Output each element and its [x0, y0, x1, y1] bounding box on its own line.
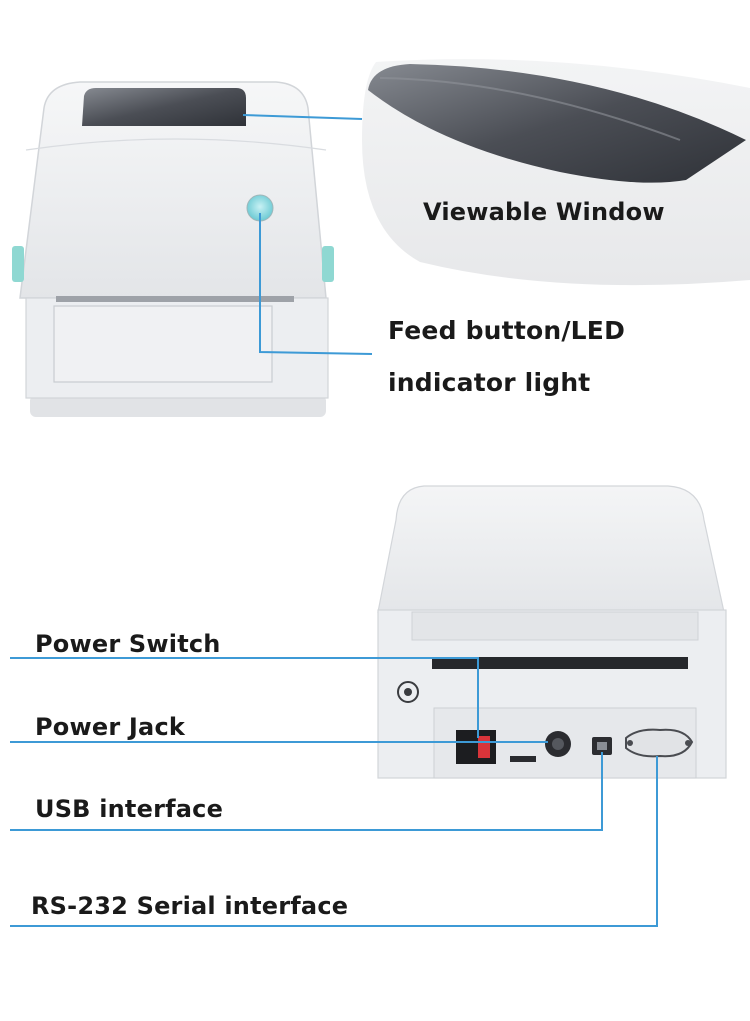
viewable-window-zoom: [362, 59, 750, 286]
serial-port-icon: [625, 728, 694, 758]
label-usb-interface: USB interface: [35, 795, 224, 823]
label-power-jack: Power Jack: [35, 713, 186, 741]
glass-highlight: [379, 77, 681, 141]
printer-back-view: [377, 485, 727, 779]
back-hinge-panel: [411, 611, 699, 641]
vent-center: [404, 688, 412, 696]
label-power-switch: Power Switch: [35, 630, 221, 658]
leader-usb: [10, 752, 603, 831]
lid-curve: [25, 138, 327, 151]
power-jack-pin: [552, 738, 564, 750]
label-feed-button-line1: Feed button/LED: [388, 316, 626, 345]
usb-port-inner: [597, 742, 607, 750]
right-side-grip: [322, 246, 334, 282]
back-lid: [377, 485, 725, 613]
zoom-window-glass: [368, 64, 746, 183]
label-feed-button-line2: indicator light: [388, 368, 591, 397]
serial-screw-left: [627, 740, 633, 746]
paper-input-slot: [432, 657, 688, 669]
vent-icon: [397, 681, 419, 703]
label-rs232-interface: RS-232 Serial interface: [31, 892, 349, 920]
left-side-grip: [12, 246, 24, 282]
label-viewable-window: Viewable Window: [423, 198, 665, 226]
front-door-panel: [53, 305, 273, 383]
front-viewable-window: [82, 88, 246, 126]
printer-front-view: [12, 81, 334, 417]
leader-feed-button: [259, 213, 373, 355]
leader-power-switch: [10, 657, 479, 738]
power-switch-rocker: [478, 736, 490, 758]
leader-viewable-window: [242, 114, 363, 120]
card-slot: [510, 756, 536, 762]
serial-screw-right: [685, 740, 691, 746]
front-base: [30, 395, 326, 417]
leader-lines: [10, 114, 658, 927]
front-lid: [19, 81, 327, 299]
leader-rs232: [10, 756, 658, 927]
paper-exit-slot: [56, 296, 294, 302]
